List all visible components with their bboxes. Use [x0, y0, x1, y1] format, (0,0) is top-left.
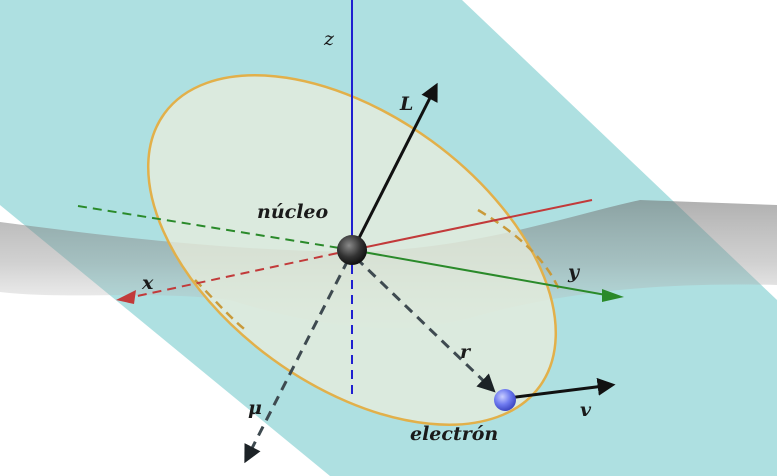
x-axis: [127, 249, 353, 299]
x-axis-arrowhead: [116, 290, 136, 304]
z-axis-label: z: [323, 28, 335, 50]
y-axis-label: y: [567, 261, 581, 283]
electron-label: electrón: [410, 423, 498, 445]
magnetic-moment-vector: [244, 259, 350, 464]
electron-sphere: [494, 389, 516, 411]
velocity-label: v: [580, 399, 592, 421]
angular-momentum-label: L: [399, 93, 413, 115]
x-axis-label: x: [141, 272, 154, 294]
velocity-vector: [507, 377, 616, 400]
orbit-hidden-segment: [477, 208, 562, 293]
nucleus-label: núcleo: [257, 201, 329, 223]
y-axis-back: [77, 205, 353, 251]
y-axis-arrowhead: [602, 289, 624, 302]
angular-momentum-vector: [354, 82, 438, 245]
orbit-hidden-segment-left: [194, 279, 249, 333]
nucleus-sphere: [337, 235, 367, 265]
position-vector: [354, 256, 496, 393]
y-axis: [351, 249, 607, 296]
position-vector-label: r: [460, 341, 472, 363]
x-axis-back: [351, 199, 593, 251]
magnetic-moment-label: μ: [248, 397, 262, 419]
